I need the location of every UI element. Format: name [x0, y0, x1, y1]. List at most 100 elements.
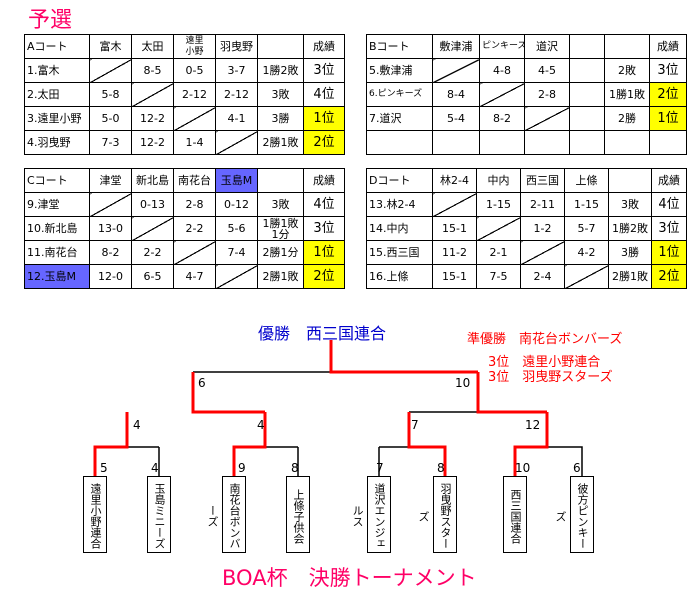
- record-cell: 1勝1敗: [604, 82, 650, 107]
- col-header: ピンキーズ: [479, 34, 525, 59]
- col-header: 成績: [303, 168, 345, 193]
- diagonal-cell: [524, 106, 570, 131]
- diagonal-cell: [215, 264, 258, 289]
- score-label: 9: [238, 461, 246, 475]
- header-row: Dコート 林2-4 中内 西三国 上條 成績: [366, 168, 687, 193]
- diagonal-cell: [131, 82, 174, 107]
- team-name: 6.ピンキーズ: [366, 82, 433, 107]
- group-b-table: Bコート 敷津浦 ピンキーズ 道沢 成績 5.敷津浦 4-8 4-5 2敗 3位…: [366, 34, 687, 155]
- table-row: 10.新北島 13-0 2-2 5-6 1勝1敗 1分 3位: [24, 216, 345, 241]
- score-label: 7: [411, 418, 419, 432]
- team-box: 彼方ピンキーズ: [554, 476, 594, 553]
- winner-path: [93, 412, 129, 476]
- score-cell: 4-8: [479, 58, 525, 83]
- col-header: [569, 34, 605, 59]
- team-box: 遠里小野連合: [83, 476, 107, 553]
- score-cell: 4-5: [524, 58, 570, 83]
- champion-text: 優勝 西三国連合: [258, 324, 387, 343]
- team-name: 11.南花台: [24, 240, 90, 265]
- rank-cell: 3位: [651, 216, 687, 241]
- team-name: 13.林2-4: [366, 192, 433, 217]
- rank-cell: 2位: [303, 264, 345, 289]
- score-cell: 11-2: [432, 240, 477, 265]
- diagonal-cell: [89, 58, 132, 83]
- diagonal-cell: [432, 58, 480, 83]
- court-label: Dコート: [366, 168, 433, 193]
- group-c-table: Cコート 津堂 新北島 南花台 玉島M 成績 9.津堂 0-13 2-8 0-1…: [24, 168, 345, 289]
- rank-cell: 1位: [649, 106, 687, 131]
- record-cell: 1勝2敗: [257, 58, 304, 83]
- score-cell: 1-2: [520, 216, 565, 241]
- court-label: Aコート: [24, 34, 90, 59]
- table-row: 14.中内 15-1 1-2 5-7 1勝2敗 3位: [366, 216, 687, 241]
- score-cell: 5-4: [432, 106, 480, 131]
- rank-cell: 3位: [303, 58, 345, 83]
- team-box: 南花台ボンバーズ: [206, 476, 246, 553]
- team-name: 5.敷津浦: [366, 58, 433, 83]
- col-header: 玉島M: [215, 168, 258, 193]
- third-place-text: 3位 羽曳野スターズ: [488, 370, 613, 385]
- col-header: 津堂: [89, 168, 132, 193]
- rank-cell: 2位: [651, 264, 687, 289]
- court-label: Bコート: [366, 34, 433, 59]
- score-cell: 7-5: [476, 264, 521, 289]
- rank-cell: 2位: [649, 82, 687, 107]
- winner-path: [407, 412, 447, 476]
- score-cell: 2-8: [524, 82, 570, 107]
- group-d-table: Dコート 林2-4 中内 西三国 上條 成績 13.林2-4 1-15 2-11…: [366, 168, 687, 289]
- record-cell: [604, 130, 650, 155]
- tournament-title: BOA杯 決勝トーナメント: [222, 566, 477, 590]
- team-box: 玉島ミニーズ: [147, 476, 171, 553]
- winner-path: [329, 340, 478, 374]
- col-header: 敷津浦: [432, 34, 480, 59]
- score-label: 6: [573, 461, 581, 475]
- score-cell: [432, 130, 480, 155]
- record-cell: 2勝1敗: [257, 264, 304, 289]
- table-row: 6.ピンキーズ 8-4 2-8 1勝1敗 2位: [366, 82, 687, 107]
- rank-cell: [649, 130, 687, 155]
- rank-cell: 1位: [651, 240, 687, 265]
- team-name: 4.羽曳野: [24, 130, 90, 155]
- col-header: 成績: [651, 168, 687, 193]
- table-row: [366, 130, 687, 155]
- rank-cell: 4位: [651, 192, 687, 217]
- team-name: 9.津堂: [24, 192, 90, 217]
- table-row: 11.南花台 8-2 2-2 7-4 2勝1分 1位: [24, 240, 345, 265]
- page-title: 予選: [28, 8, 73, 33]
- diagonal-cell: [432, 192, 477, 217]
- record-cell: 2勝1分: [257, 240, 304, 265]
- court-label: Cコート: [24, 168, 90, 193]
- col-header: 南花台: [173, 168, 216, 193]
- record-cell: 2勝1敗: [608, 264, 652, 289]
- table-row: 15.西三国 11-2 2-1 4-2 3勝 1位: [366, 240, 687, 265]
- third-place-text: 3位 遠里小野連合: [488, 355, 601, 370]
- score-cell: 6-5: [131, 264, 174, 289]
- score-label: 4: [257, 418, 265, 432]
- bracket-line: [547, 446, 583, 476]
- winner-path: [476, 372, 547, 414]
- score-label: 4: [151, 461, 159, 475]
- score-cell: [569, 130, 605, 155]
- score-cell: [524, 130, 570, 155]
- team-name: 16.上條: [366, 264, 433, 289]
- diagonal-cell: [173, 240, 216, 265]
- rank-cell: 3位: [303, 216, 345, 241]
- col-header: 道沢: [524, 34, 570, 59]
- header-row: Cコート 津堂 新北島 南花台 玉島M 成績: [24, 168, 345, 193]
- col-header: 西三国: [520, 168, 565, 193]
- score-cell: 15-1: [432, 264, 477, 289]
- rank-cell: 1位: [303, 240, 345, 265]
- diagonal-cell: [520, 240, 565, 265]
- score-cell: 15-1: [432, 216, 477, 241]
- rank-cell: 3位: [649, 58, 687, 83]
- header-row: Bコート 敷津浦 ピンキーズ 道沢 成績: [366, 34, 687, 59]
- record-cell: 3敗: [257, 192, 304, 217]
- score-label: 6: [198, 376, 206, 390]
- score-label: 5: [100, 461, 108, 475]
- table-row: 16.上條 15-1 7-5 2-4 2勝1敗 2位: [366, 264, 687, 289]
- score-label: 8: [437, 461, 445, 475]
- col-header: [257, 34, 304, 59]
- table-row: 5.敷津浦 4-8 4-5 2敗 3位: [366, 58, 687, 83]
- score-label: 12: [525, 418, 541, 432]
